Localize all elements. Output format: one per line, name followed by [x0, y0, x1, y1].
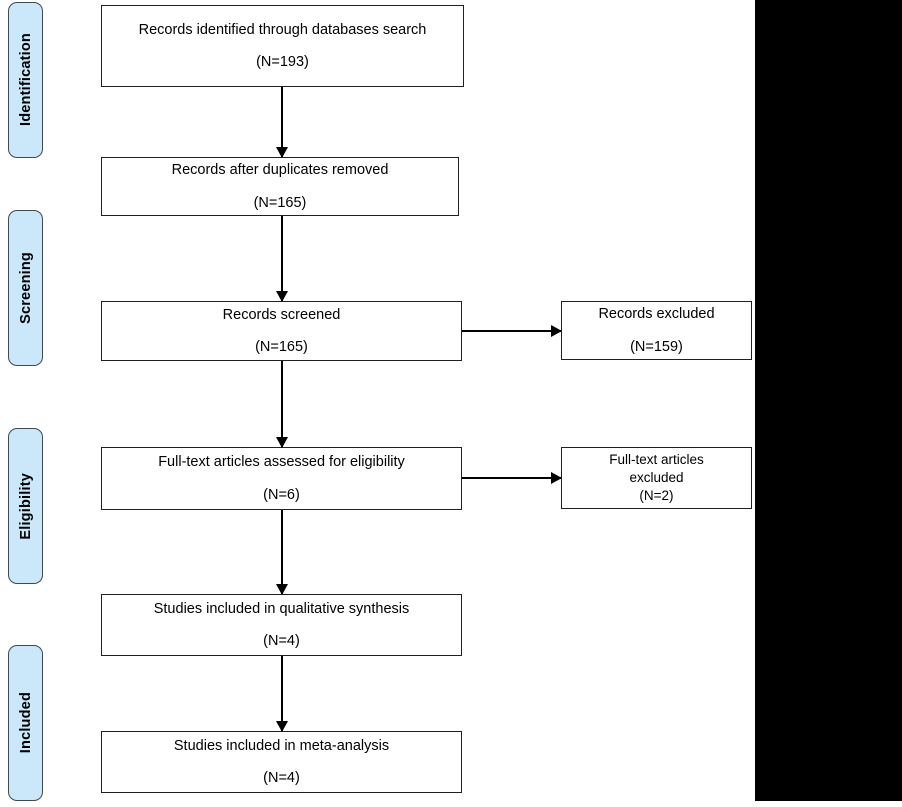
box-records-excluded-line1: Records excluded [598, 306, 715, 323]
box-fulltext-assessed-line1: Full-text articles assessed for eligibil… [158, 454, 405, 471]
box-fulltext-excluded-line2: excluded [629, 469, 684, 485]
stage-label-identification: Identification [8, 2, 43, 158]
arrow-duplicates-to-screened [281, 216, 283, 301]
box-fulltext-assessed: Full-text articles assessed for eligibil… [101, 447, 462, 510]
box-records-excluded: Records excluded (N=159) [561, 301, 752, 360]
box-duplicates-removed-count: (N=165) [253, 194, 307, 211]
box-qualitative-synthesis: Studies included in qualitative synthesi… [101, 594, 462, 656]
box-qualitative-synthesis-count: (N=4) [263, 633, 300, 649]
box-fulltext-assessed-count: (N=6) [263, 486, 300, 503]
box-records-identified-count: (N=193) [256, 54, 309, 70]
arrow-screened-to-records-excluded [462, 330, 561, 332]
stage-label-eligibility: Eligibility [8, 428, 43, 584]
box-duplicates-removed: Records after duplicates removed (N=165) [101, 157, 459, 216]
stage-label-included-text: Included [17, 692, 34, 754]
box-fulltext-excluded-line1: Full-text articles [609, 451, 704, 467]
box-fulltext-excluded: Full-text articles excluded (N=2) [561, 447, 752, 509]
box-fulltext-excluded-count: (N=2) [639, 488, 674, 504]
box-records-identified-line1: Records identified through databases sea… [138, 21, 427, 38]
box-duplicates-removed-line1: Records after duplicates removed [171, 162, 389, 179]
box-records-excluded-count: (N=159) [630, 338, 683, 355]
box-qualitative-synthesis-line1: Studies included in qualitative synthesi… [153, 600, 410, 617]
box-records-identified: Records identified through databases sea… [101, 5, 464, 87]
stage-label-identification-text: Identification [17, 33, 34, 127]
box-meta-analysis-line1: Studies included in meta-analysis [173, 737, 390, 754]
arrow-fulltext-to-fulltext-excluded [462, 477, 561, 479]
stage-label-eligibility-text: Eligibility [17, 472, 34, 540]
box-records-screened: Records screened (N=165) [101, 301, 462, 361]
box-records-screened-line1: Records screened [222, 306, 341, 323]
box-records-screened-count: (N=165) [255, 339, 308, 355]
stage-label-included: Included [8, 645, 43, 801]
arrow-qualitative-to-meta [281, 656, 283, 731]
stage-label-screening: Screening [8, 210, 43, 366]
stage-label-screening-text: Screening [17, 252, 34, 324]
arrow-screened-to-fulltext [281, 361, 283, 447]
box-meta-analysis: Studies included in meta-analysis (N=4) [101, 731, 462, 793]
arrow-fulltext-to-qualitative [281, 510, 283, 594]
box-meta-analysis-count: (N=4) [263, 770, 300, 786]
occlusion-region [755, 0, 902, 801]
arrow-identified-to-duplicates [281, 87, 283, 157]
